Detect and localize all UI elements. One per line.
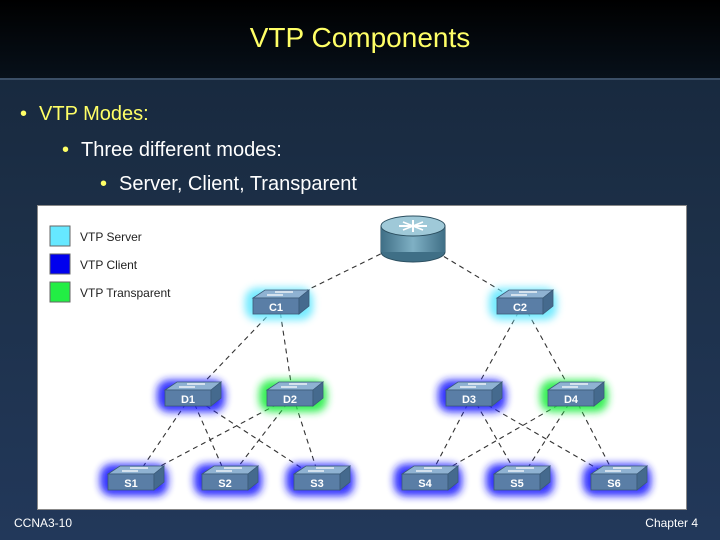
switch-arrows-icon	[511, 291, 537, 296]
switch-label: D2	[283, 394, 297, 406]
switch-s6: S6	[583, 464, 651, 496]
legend-item: VTP Server	[49, 225, 142, 247]
switch-s1: S1	[100, 464, 168, 496]
legend-swatch	[49, 281, 71, 303]
switch-d2: D2	[259, 380, 327, 412]
switch-s4: S4	[394, 464, 462, 496]
bullet-level-3: •Server, Client, Transparent	[100, 173, 357, 195]
legend-swatch	[49, 253, 71, 275]
footer-course: CCNA3-10	[14, 516, 73, 530]
bullet-level-2: •Three different modes:	[62, 139, 282, 161]
switch-arrows-icon	[179, 383, 205, 388]
legend-label: VTP Client	[80, 258, 138, 272]
switch-d4: D4	[540, 380, 608, 412]
bullet-dot: •	[20, 103, 28, 125]
switch-c1: C1	[245, 288, 313, 320]
bullet-level-1: •VTP Modes:	[20, 103, 149, 125]
legend-label: VTP Transparent	[80, 286, 171, 300]
switch-label: S3	[310, 478, 323, 490]
links-layer	[133, 237, 618, 481]
footer-chapter: Chapter 4	[645, 516, 698, 530]
switch-arrows-icon	[122, 467, 148, 472]
switch-s3: S3	[286, 464, 354, 496]
link-D3-S5	[471, 395, 521, 481]
legend-label: VTP Server	[80, 230, 142, 244]
switch-d1: D1	[157, 380, 225, 412]
title-bar: VTP Components	[0, 0, 720, 80]
switch-label: S4	[418, 478, 432, 490]
switch-arrows-icon	[267, 291, 293, 296]
link-router-C1	[278, 237, 414, 305]
switch-label: C1	[269, 302, 283, 314]
switch-label: S1	[124, 478, 137, 490]
switch-d3: D3	[438, 380, 506, 412]
switch-s2: S2	[194, 464, 262, 496]
switch-label: S5	[510, 478, 523, 490]
switch-arrows-icon	[460, 383, 486, 388]
bullet-dot: •	[62, 139, 70, 161]
switch-label: D1	[181, 394, 195, 406]
slide-title: VTP Components	[249, 22, 471, 53]
link-D4-S6	[573, 395, 618, 481]
switch-label: C2	[513, 302, 527, 314]
bullet-dot: •	[100, 173, 108, 195]
switch-label: D3	[462, 394, 476, 406]
switch-arrows-icon	[508, 467, 534, 472]
switch-label: S6	[607, 478, 620, 490]
link-D3-S4	[427, 395, 473, 481]
switch-arrows-icon	[562, 383, 588, 388]
switch-arrows-icon	[308, 467, 334, 472]
switch-arrows-icon	[216, 467, 242, 472]
switch-arrows-icon	[416, 467, 442, 472]
switch-s5: S5	[486, 464, 554, 496]
legend-item: VTP Client	[49, 253, 138, 275]
switch-label: D4	[564, 394, 579, 406]
switch-c2: C2	[489, 288, 557, 320]
legend-swatch	[49, 225, 71, 247]
switch-arrows-icon	[281, 383, 307, 388]
switch-label: S2	[218, 478, 231, 490]
legend-item: VTP Transparent	[49, 281, 171, 303]
router-icon	[380, 215, 446, 263]
link-C1-D2	[278, 303, 294, 397]
switch-arrows-icon	[605, 467, 631, 472]
